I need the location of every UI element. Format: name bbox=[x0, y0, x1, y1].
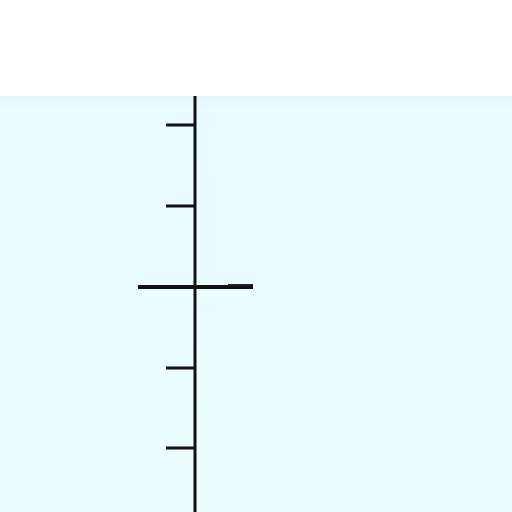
drawing-canvas[interactable] bbox=[0, 96, 512, 512]
crosshair-icon[interactable] bbox=[138, 284, 253, 289]
top-blank-area bbox=[0, 0, 512, 96]
